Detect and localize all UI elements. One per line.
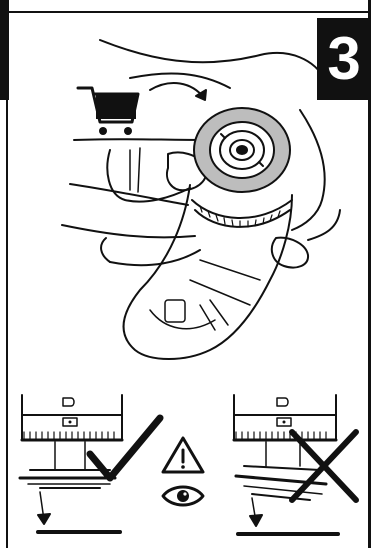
- checkmark-icon: [86, 414, 164, 482]
- left-frame-bar: [0, 0, 9, 100]
- warning-triangle-icon: [161, 436, 205, 474]
- hand-and-device-scene: [61, 39, 341, 360]
- correct-mounting-diagram: [18, 394, 124, 534]
- cross-icon: [289, 429, 359, 503]
- left-frame: [0, 0, 9, 548]
- eye-icon: [161, 485, 205, 507]
- left-frame-rule: [6, 0, 8, 548]
- top-frame-rule: [6, 11, 371, 13]
- right-frame-rule: [368, 0, 371, 548]
- shopping-cart-icon: [76, 86, 140, 135]
- step-number-badge: 3: [317, 18, 371, 100]
